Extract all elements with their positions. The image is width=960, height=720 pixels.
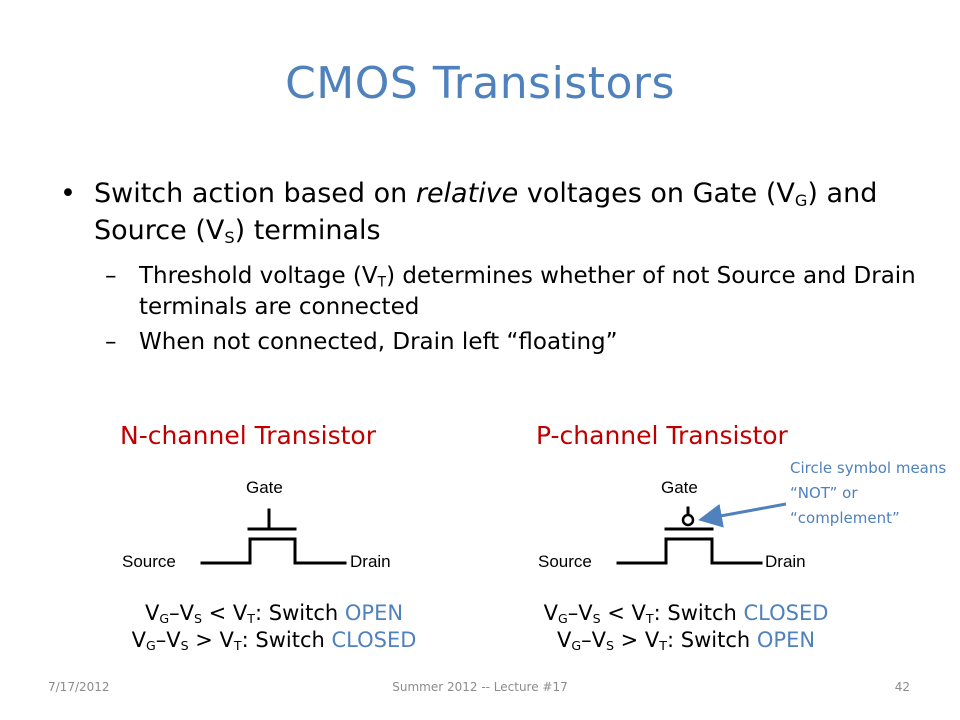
subbullet-floating: – When not connected, Drain left “floati… (60, 327, 920, 358)
nmos-title: N-channel Transistor (120, 421, 377, 450)
footer-page-number: 42 (894, 680, 910, 694)
bullet-list: • Switch action based on relative voltag… (60, 175, 920, 358)
slide-title: CMOS Transistors (285, 58, 675, 109)
pmos-conditions: VG–VS < VT: Switch CLOSED VG–VS > VT: Sw… (466, 600, 906, 654)
pmos-gate-label: Gate (661, 478, 698, 497)
nmos-gate-label: Gate (246, 478, 283, 497)
nmos-transistor-symbol (200, 508, 347, 565)
footer-lecture: Summer 2012 -- Lecture #17 (392, 680, 568, 694)
nmos-source-label: Source (122, 552, 176, 571)
subbullet-dash-icon: – (105, 329, 117, 355)
pmos-drain-label: Drain (765, 552, 806, 571)
nmos-drain-label: Drain (350, 552, 391, 571)
bullet-switch-action: • Switch action based on relative voltag… (60, 175, 920, 249)
bullet-dot-icon: • (60, 178, 76, 209)
pmos-condition-lt: VG–VS < VT: Switch CLOSED (543, 601, 829, 627)
nmos-conditions: VG–VS < VT: Switch OPEN VG–VS > VT: Swit… (54, 600, 494, 654)
not-circle-icon (681, 513, 695, 527)
pmos-title: P-channel Transistor (536, 421, 788, 450)
annotation-arrow-icon (698, 502, 787, 528)
footer-date: 7/17/2012 (48, 680, 110, 694)
circle-symbol-note: Circle symbol means “NOT” or “complement… (790, 459, 947, 527)
subbullet-dash-icon: – (105, 263, 117, 289)
nmos-condition-gt: VG–VS > VT: Switch CLOSED (131, 628, 417, 654)
nmos-condition-lt: VG–VS < VT: Switch OPEN (144, 601, 404, 627)
pmos-transistor-symbol (616, 506, 763, 565)
pmos-condition-gt: VG–VS > VT: Switch OPEN (556, 628, 816, 654)
subbullet-threshold: – Threshold voltage (VT) determines whet… (105, 263, 916, 320)
pmos-source-label: Source (538, 552, 592, 571)
